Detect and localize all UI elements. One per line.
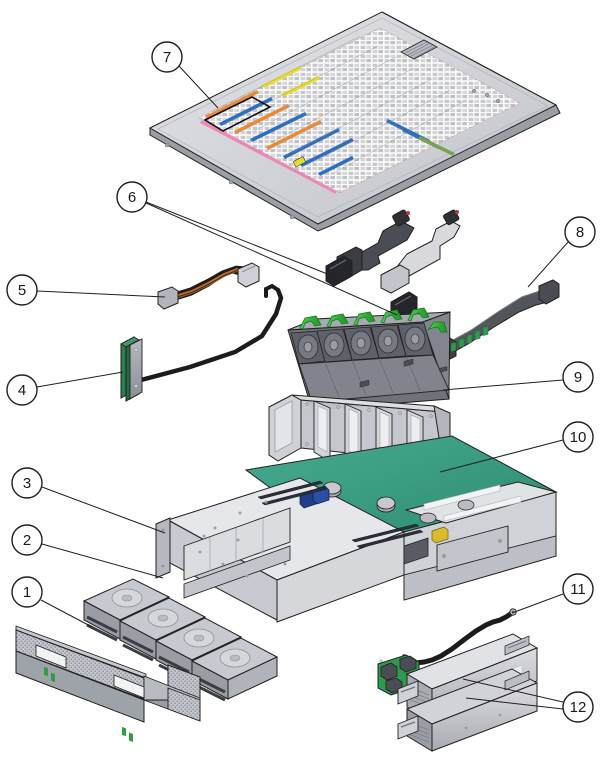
callout-9: 9	[442, 361, 594, 393]
part-ribbon-cable-short	[157, 262, 260, 310]
callout-leader-line	[465, 697, 564, 710]
callout-circle	[562, 691, 594, 723]
callout-leader-line	[145, 201, 331, 276]
callout-12: 12	[462, 678, 594, 723]
part-top-cover	[148, 11, 561, 232]
motherboard-components	[257, 326, 489, 565]
callout-circle	[564, 216, 596, 248]
fan-units	[290, 322, 434, 365]
fan-pull-handles	[299, 307, 448, 333]
part-power-supply-units	[397, 633, 539, 752]
callout-leader-line	[527, 240, 570, 288]
chassis-drive-bay	[183, 507, 291, 599]
callout-circle	[151, 41, 183, 73]
callout-circle	[562, 421, 594, 453]
callout-circle	[11, 576, 43, 608]
part-cable-harness-assembly	[325, 209, 461, 323]
callout-circle	[6, 274, 38, 306]
callout-number-2: 2	[23, 532, 31, 549]
hard-drive	[190, 637, 279, 702]
callout-number-8: 8	[576, 224, 584, 241]
callout-2: 2	[11, 524, 164, 579]
callout-leader-line	[178, 65, 219, 109]
callout-10: 10	[439, 421, 594, 473]
top-cover-service-label	[198, 27, 521, 195]
callout-circle	[11, 467, 43, 499]
callout-11: 11	[511, 573, 594, 614]
callout-7: 7	[151, 41, 219, 109]
bezel-led-panel-right	[113, 674, 145, 743]
callout-number-9: 9	[574, 369, 582, 386]
callout-leader-line	[36, 371, 124, 388]
callout-circle	[6, 374, 38, 406]
callout-number-1: 1	[23, 584, 31, 601]
part-front-bezel	[15, 625, 201, 743]
callout-leader-line	[145, 202, 398, 316]
callout-number-12: 12	[570, 699, 587, 716]
callout-number-10: 10	[570, 429, 587, 446]
callout-3: 3	[11, 467, 166, 534]
callout-circle	[116, 181, 148, 213]
callout-circle	[11, 524, 43, 556]
callout-leader-line	[442, 379, 564, 391]
callout-number-6: 6	[128, 189, 136, 206]
callout-leader-line	[41, 486, 166, 534]
callout-leader-line	[40, 599, 93, 628]
bezel-led-panel-left	[35, 644, 67, 683]
callout-8: 8	[527, 216, 596, 288]
callout-leader-line	[36, 290, 166, 298]
callout-leader-line	[462, 678, 564, 703]
harness-connector-upper	[325, 255, 353, 287]
callout-leader-line	[511, 593, 564, 614]
part-hard-drive-stack	[82, 578, 279, 702]
callout-number-4: 4	[18, 382, 26, 399]
part-chassis-assembly	[155, 326, 558, 623]
callout-leader-line	[41, 543, 164, 579]
callout-5: 5	[6, 274, 166, 306]
callout-1: 1	[11, 576, 93, 628]
callout-4: 4	[6, 371, 124, 406]
callout-number-3: 3	[23, 475, 31, 492]
callout-circle	[562, 361, 594, 393]
callout-leader-line	[439, 439, 564, 473]
top-cover-vent	[400, 39, 438, 60]
callout-number-11: 11	[570, 581, 586, 598]
part-fan-module	[287, 307, 451, 411]
callout-circle	[562, 573, 594, 605]
callout-6: 6	[116, 181, 398, 316]
callout-number-7: 7	[163, 49, 171, 66]
part-front-io-board	[120, 283, 284, 402]
callout-number-5: 5	[18, 282, 26, 299]
